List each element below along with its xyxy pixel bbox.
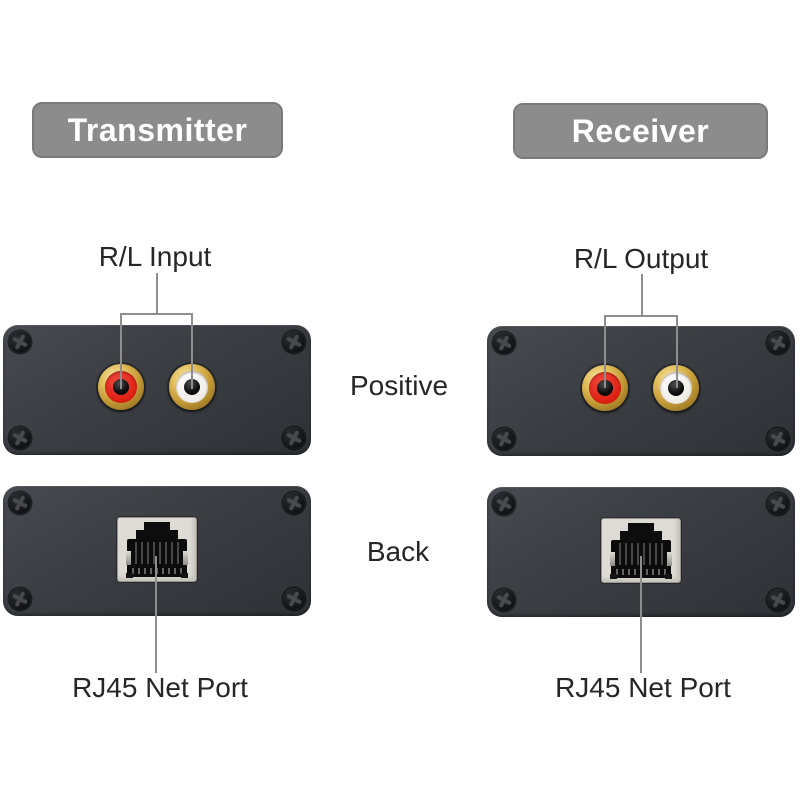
screw-icon (767, 332, 789, 354)
screw-icon (493, 332, 515, 354)
screw-icon (283, 588, 305, 610)
screw-icon (9, 427, 31, 449)
screw-icon (283, 492, 305, 514)
screw-icon (767, 428, 789, 450)
back-view-label: Back (366, 536, 430, 567)
receiver-front-panel (487, 326, 795, 456)
rl-output-label: R/L Output (573, 243, 709, 274)
callout-line (191, 313, 193, 389)
rj45-net-port-label-transmitter: RJ45 Net Port (72, 672, 248, 703)
callout-line (156, 273, 158, 314)
callout-line (155, 556, 157, 673)
screw-icon (283, 427, 305, 449)
screw-icon (493, 493, 515, 515)
screw-icon (9, 588, 31, 610)
screw-icon (493, 589, 515, 611)
callout-line (640, 556, 642, 673)
rl-input-label: R/L Input (98, 241, 212, 272)
callout-line (120, 313, 122, 389)
front-view-label: Positive (349, 370, 449, 401)
callout-line (120, 313, 193, 315)
screw-icon (493, 428, 515, 450)
screw-icon (767, 493, 789, 515)
rj45-net-port-label-receiver: RJ45 Net Port (555, 672, 731, 703)
callout-line (641, 274, 643, 316)
transmitter-back-panel (3, 486, 311, 616)
receiver-header-badge: Receiver (513, 103, 768, 159)
callout-line (676, 315, 678, 388)
transmitter-front-panel (3, 325, 311, 455)
callout-line (604, 315, 606, 388)
rj45-ethernet-jack-icon (117, 517, 197, 582)
callout-line (604, 315, 678, 317)
transmitter-header-badge: Transmitter (32, 102, 283, 158)
screw-icon (283, 331, 305, 353)
screw-icon (767, 589, 789, 611)
screw-icon (9, 331, 31, 353)
screw-icon (9, 492, 31, 514)
